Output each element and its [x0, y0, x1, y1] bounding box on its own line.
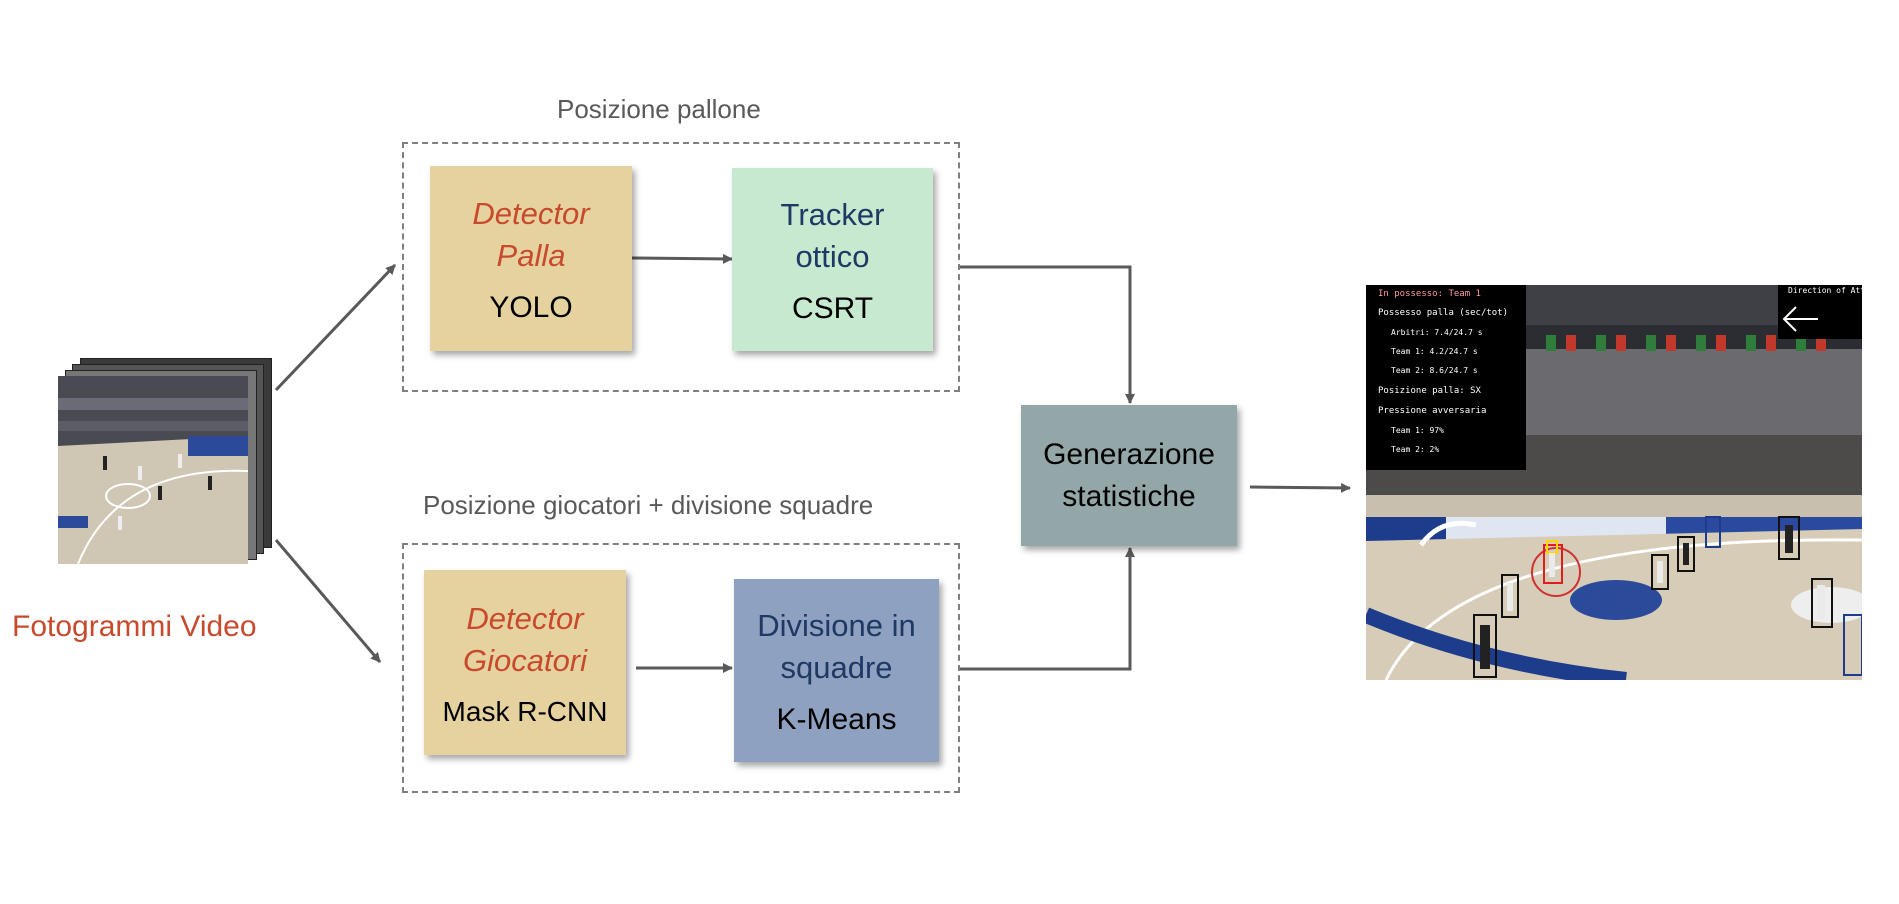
ball-detector-model: YOLO [489, 290, 573, 324]
output-frame: In possesso: Team 1 Possesso palla (sec/… [1366, 285, 1862, 680]
team-division-title: Divisione in squadre [757, 607, 916, 685]
hud-team2-pressure: Team 2: 2% [1391, 445, 1440, 454]
team-division-model: K-Means [776, 702, 897, 736]
court-scene [1366, 285, 1862, 680]
hud-referees: Arbitri: 7.4/24.7 s [1391, 328, 1483, 337]
player-group-title: Posizione giocatori + divisione squadre [423, 490, 874, 520]
ball-detector-title: Detector Palla [472, 195, 590, 273]
hud-ball-possession-header: Possesso palla (sec/tot) [1378, 308, 1509, 318]
hud-team2-time: Team 2: 8.6/24.7 s [1391, 366, 1478, 375]
optical-tracker-title: Tracker ottico [780, 196, 885, 274]
arrow-stats-to-output [1249, 482, 1351, 493]
optical-tracker-model: CSRT [791, 291, 874, 325]
ball-group-frame [402, 142, 960, 392]
ball-group-title: Posizione pallone [557, 94, 761, 124]
player-group-frame [402, 543, 960, 793]
stats-generation-box: Generazione statistiche [1021, 405, 1237, 546]
video-frames-stack [58, 358, 272, 568]
arrow-yolo-to-csrt [631, 253, 733, 264]
optical-tracker-box: Tracker ottico CSRT [732, 168, 933, 351]
stats-generation-title: Generazione statistiche [1043, 437, 1215, 513]
hud-ball-position: Posizione palla: SX [1378, 386, 1481, 396]
hud-team1-time: Team 1: 4.2/24.7 s [1391, 347, 1478, 356]
arrow-division-to-stats [958, 547, 1135, 671]
ball-detector-box: Detector Palla YOLO [430, 166, 632, 351]
input-label: Fotogrammi Video [12, 610, 257, 643]
player-detector-box: Detector Giocatori Mask R-CNN [424, 570, 626, 755]
player-detector-title: Detector Giocatori [462, 600, 588, 678]
hud-possession: In possesso: Team 1 [1378, 289, 1481, 299]
hud-pressure-header: Pressione avversaria [1378, 406, 1487, 416]
arrow-input-to-ball [274, 263, 397, 392]
video-frame-front [58, 376, 248, 564]
arrow-input-to-players [274, 539, 382, 663]
player-detector-model: Mask R-CNN [442, 695, 608, 727]
arrow-tracker-to-stats [958, 265, 1135, 404]
hud-direction-label: Direction of Attack [1788, 286, 1862, 295]
hud-team1-pressure: Team 1: 97% [1391, 426, 1444, 435]
team-division-box: Divisione in squadre K-Means [734, 579, 939, 762]
